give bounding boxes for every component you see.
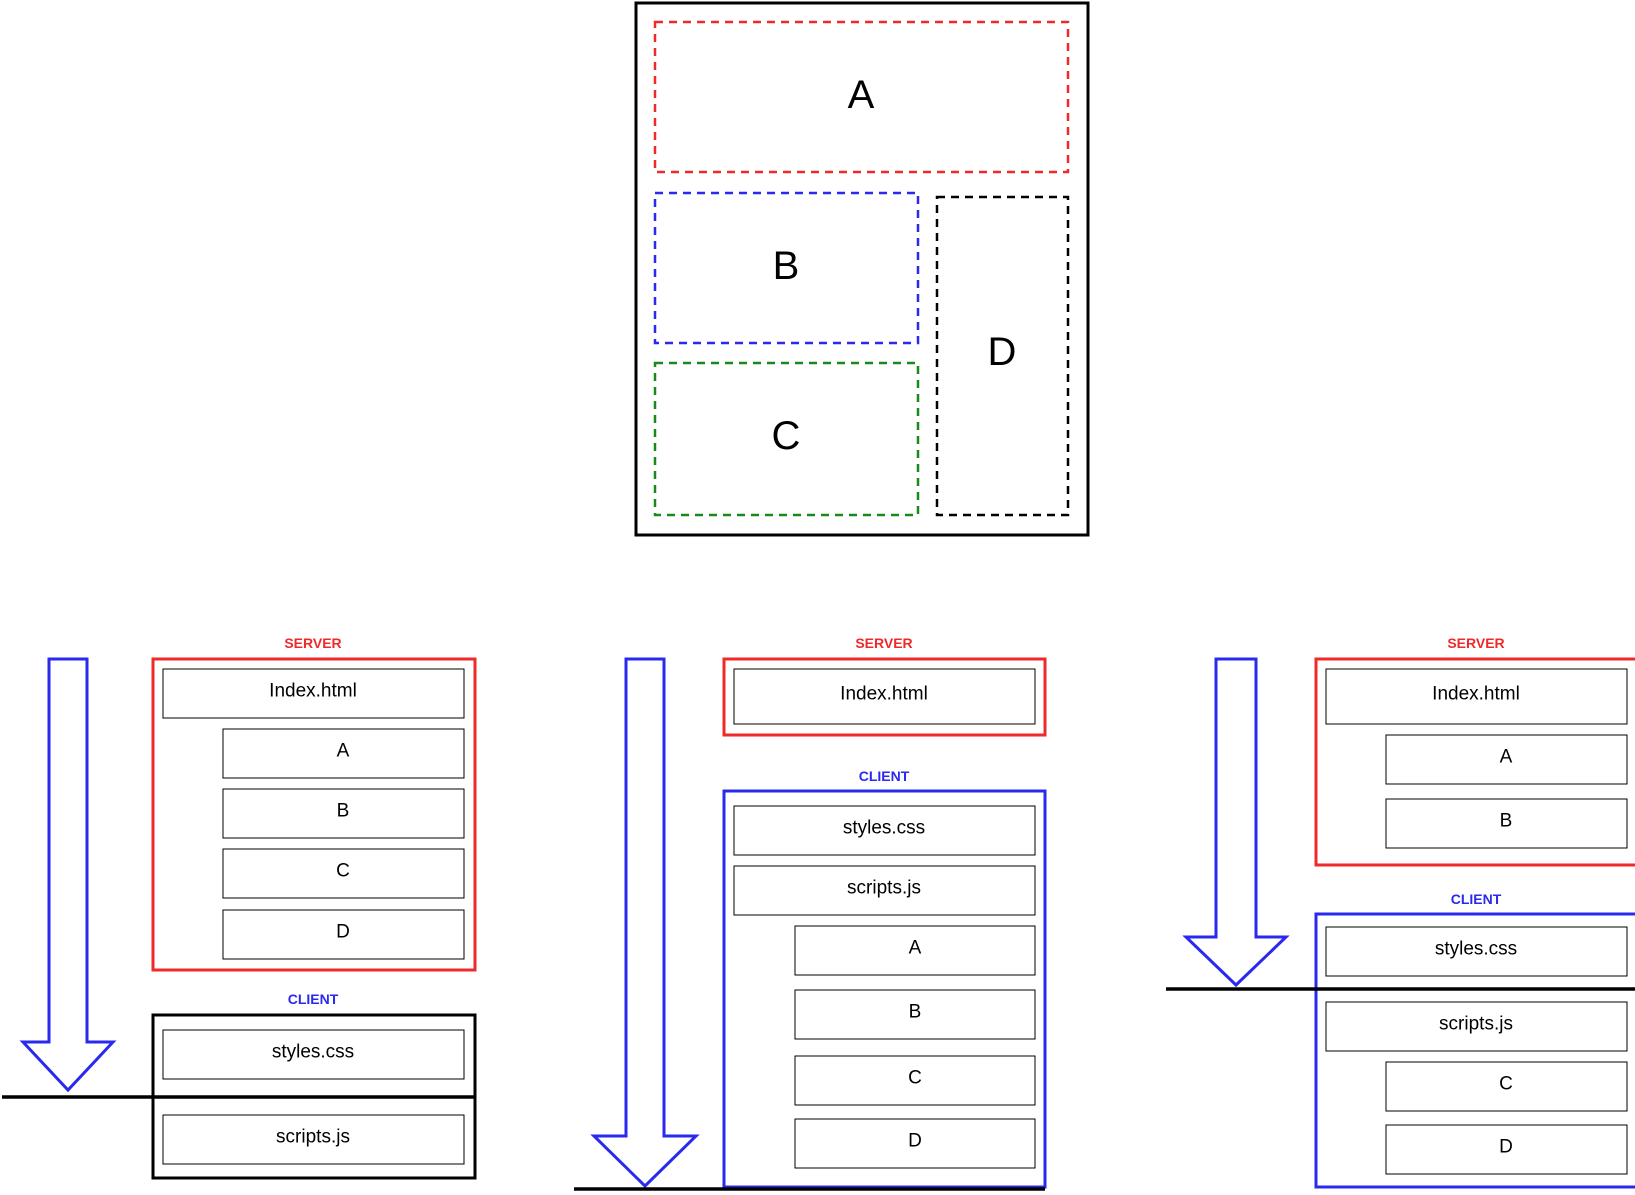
file-label: styles.css <box>1435 939 1517 960</box>
region-b-box <box>653 191 920 345</box>
file-box <box>222 728 465 779</box>
file-box <box>162 668 465 719</box>
file-box <box>162 1029 465 1080</box>
region-b-label: B <box>773 244 800 288</box>
file-box <box>222 788 465 839</box>
file-label: B <box>1500 811 1513 832</box>
client-label-1: CLIENT <box>288 991 339 1007</box>
file-box <box>222 848 465 899</box>
file-label: A <box>909 938 922 959</box>
region-d-label: D <box>988 330 1017 374</box>
file-box <box>794 1118 1036 1169</box>
load-arrow-2 <box>590 657 700 1189</box>
file-label: Index.html <box>1432 684 1520 705</box>
load-arrow-3 <box>1182 657 1290 988</box>
file-label: Index.html <box>269 681 357 702</box>
file-box <box>162 1114 465 1165</box>
file-label: C <box>336 861 350 882</box>
file-label: B <box>337 801 350 822</box>
file-box <box>1385 798 1628 849</box>
file-box <box>1385 1061 1628 1112</box>
region-a-box <box>653 20 1070 174</box>
layout-mockup: A B C D <box>634 1 1090 537</box>
load-arrow-1 <box>19 657 117 1093</box>
region-c-label: C <box>772 414 801 458</box>
file-box <box>733 865 1036 916</box>
server-box-2 <box>722 657 1047 737</box>
file-label: B <box>909 1002 922 1023</box>
file-label: D <box>908 1131 922 1152</box>
scenario-1: SERVER Index.html A B C D CLIENT styles.… <box>2 635 477 1180</box>
file-label: A <box>337 741 350 762</box>
file-label: D <box>1499 1137 1513 1158</box>
server-label-2: SERVER <box>855 635 912 651</box>
file-label: styles.css <box>272 1042 354 1063</box>
scenario-2: SERVER Index.html CLIENT styles.css scri… <box>574 635 1047 1191</box>
client-box-2 <box>722 789 1047 1189</box>
client-label-3: CLIENT <box>1451 891 1502 907</box>
file-box <box>1385 1124 1628 1175</box>
file-box <box>1325 926 1628 977</box>
file-box <box>733 805 1036 856</box>
file-label: scripts.js <box>1439 1014 1513 1035</box>
client-box-3 <box>1314 912 1635 1189</box>
server-label-1: SERVER <box>284 635 341 651</box>
region-a-label: A <box>848 73 875 117</box>
file-box <box>794 989 1036 1040</box>
region-c-box <box>653 361 920 517</box>
layout-frame <box>634 1 1090 537</box>
file-box <box>1385 734 1628 785</box>
file-box <box>794 925 1036 976</box>
file-label: styles.css <box>843 818 925 839</box>
scenario-3: SERVER Index.html A B CLIENT styles.css … <box>1166 635 1635 1189</box>
file-box <box>1325 668 1628 725</box>
file-box <box>733 668 1036 725</box>
file-box <box>794 1055 1036 1106</box>
file-label: scripts.js <box>847 878 921 899</box>
file-label: C <box>908 1068 922 1089</box>
file-label: Index.html <box>840 684 928 705</box>
file-box <box>222 909 465 960</box>
file-box <box>1325 1001 1628 1052</box>
file-label: C <box>1499 1074 1513 1095</box>
file-label: D <box>336 922 350 943</box>
file-label: A <box>1500 747 1513 768</box>
client-label-2: CLIENT <box>859 768 910 784</box>
file-label: scripts.js <box>276 1127 350 1148</box>
server-box-3 <box>1314 657 1635 867</box>
server-label-3: SERVER <box>1447 635 1504 651</box>
server-box-1 <box>151 657 477 972</box>
